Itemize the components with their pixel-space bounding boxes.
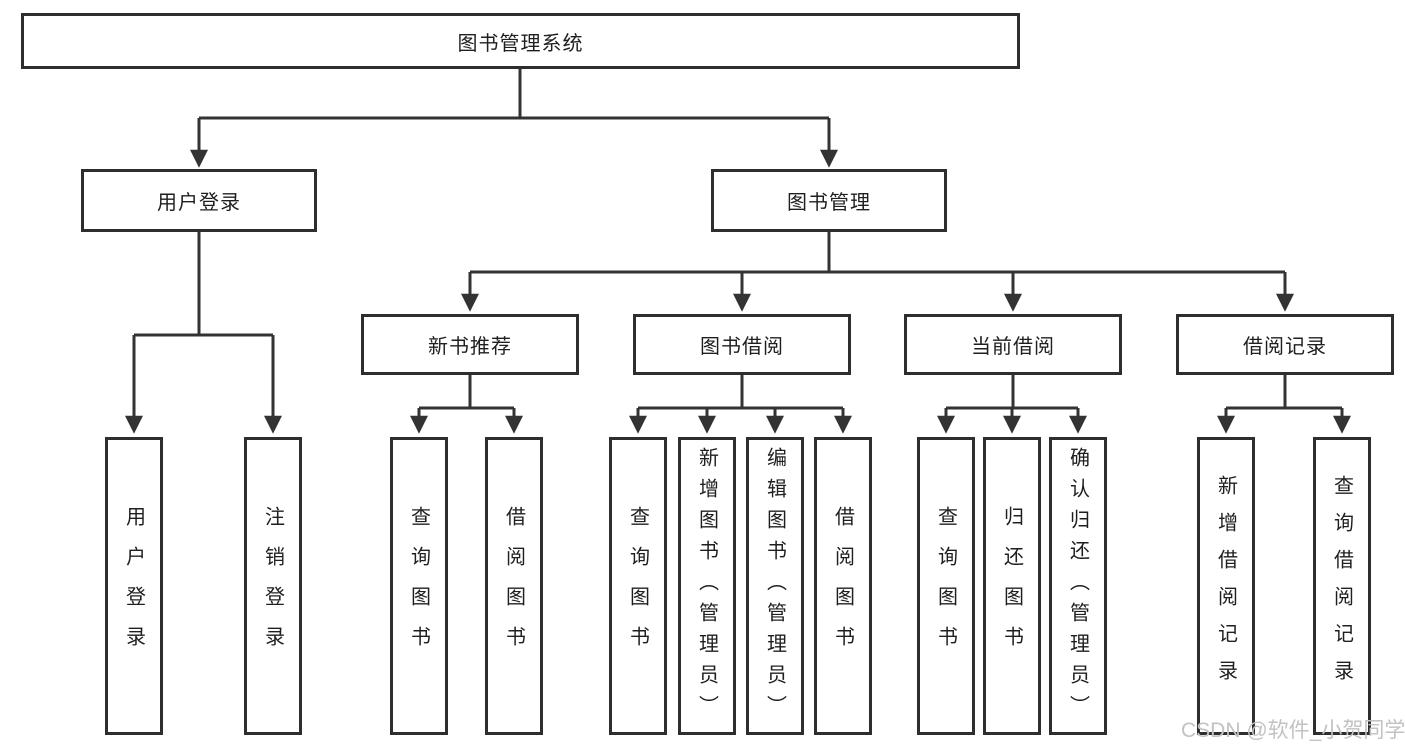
node-current-borrow-label: 当前借阅 (971, 336, 1055, 358)
leaf-edit-books-admin-label: 编辑图书（管理员） (763, 446, 786, 726)
leaf-recommend-query-books: 查询图书 (390, 437, 448, 735)
connector-book-borrow-children (629, 375, 852, 434)
connector-root-to-level2 (190, 69, 838, 168)
connector-user-login-children (125, 232, 282, 434)
leaf-confirm-return-admin-label: 确认归还（管理员） (1066, 446, 1089, 726)
leaf-add-borrow-record: 新增借阅记录 (1197, 437, 1255, 735)
leaf-user-login: 用户登录 (105, 437, 163, 735)
leaf-return-books: 归还图书 (983, 437, 1041, 735)
leaf-borrow-books: 借阅图书 (814, 437, 872, 735)
connector-borrow-record-children (1217, 375, 1351, 434)
node-library-management-system-label: 图书管理系统 (457, 32, 584, 55)
node-user-login: 用户登录 (81, 169, 317, 232)
csdn-watermark: CSDN @软件_小贺同学 (1181, 719, 1405, 742)
node-user-login-label: 用户登录 (157, 192, 241, 214)
connector-new-book-recommend-children (410, 375, 523, 434)
node-borrow-record: 借阅记录 (1176, 314, 1394, 375)
connector-current-borrow-children (937, 375, 1087, 434)
node-book-borrow-label: 图书借阅 (700, 336, 784, 358)
node-borrow-record-label: 借阅记录 (1243, 336, 1327, 358)
leaf-recommend-borrow-books-label: 借阅图书 (502, 506, 525, 666)
node-new-book-recommend-label: 新书推荐 (428, 336, 512, 358)
leaf-current-query-books: 查询图书 (917, 437, 975, 735)
leaf-borrow-query-books-label: 查询图书 (626, 506, 649, 666)
leaf-current-query-books-label: 查询图书 (934, 506, 957, 666)
leaf-query-borrow-record: 查询借阅记录 (1313, 437, 1371, 735)
leaf-add-borrow-record-label: 新增借阅记录 (1214, 475, 1237, 697)
leaf-borrow-books-label: 借阅图书 (831, 506, 854, 666)
leaf-add-books-admin: 新增图书（管理员） (678, 437, 736, 735)
leaf-borrow-query-books: 查询图书 (609, 437, 667, 735)
node-book-borrow: 图书借阅 (633, 314, 851, 375)
leaf-edit-books-admin: 编辑图书（管理员） (746, 437, 804, 735)
leaf-confirm-return-admin: 确认归还（管理员） (1049, 437, 1107, 735)
leaf-add-books-admin-label: 新增图书（管理员） (695, 446, 718, 726)
node-book-management-label: 图书管理 (787, 192, 871, 214)
leaf-logout-label: 注销登录 (261, 506, 284, 666)
connector-book-management-children (461, 232, 1294, 312)
node-new-book-recommend: 新书推荐 (361, 314, 579, 375)
leaf-return-books-label: 归还图书 (1000, 506, 1023, 666)
leaf-logout: 注销登录 (244, 437, 302, 735)
node-library-management-system: 图书管理系统 (21, 13, 1020, 69)
leaf-recommend-borrow-books: 借阅图书 (485, 437, 543, 735)
node-current-borrow: 当前借阅 (904, 314, 1122, 375)
leaf-recommend-query-books-label: 查询图书 (407, 506, 430, 666)
leaf-user-login-label: 用户登录 (122, 506, 145, 666)
node-book-management: 图书管理 (711, 169, 947, 232)
leaf-query-borrow-record-label: 查询借阅记录 (1330, 475, 1353, 697)
